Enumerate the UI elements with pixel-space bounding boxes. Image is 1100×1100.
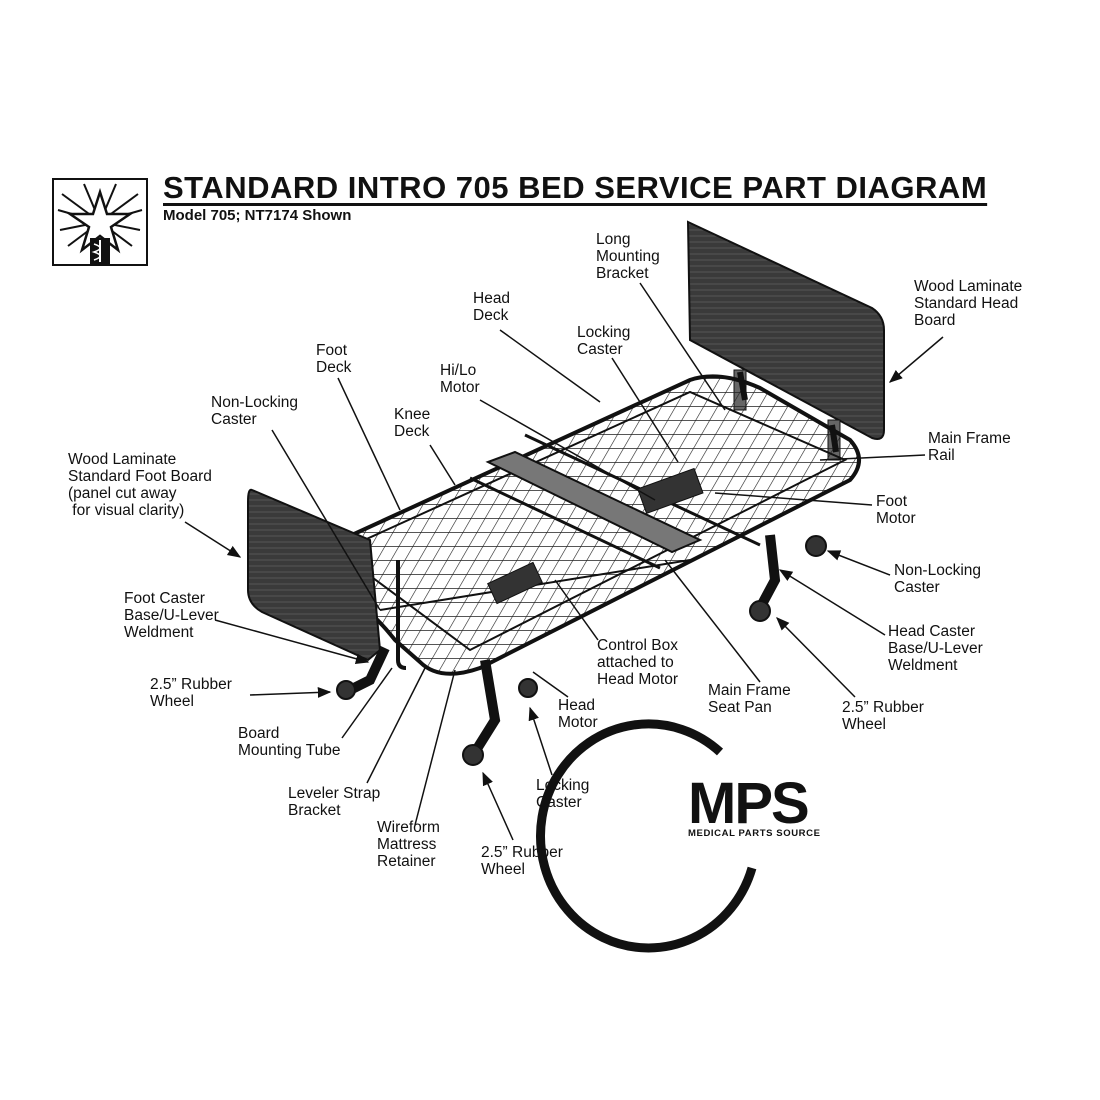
mps-logo-text: MPS	[688, 771, 810, 836]
label-foot-board: Wood Laminate Standard Foot Board (panel…	[68, 451, 212, 519]
leader-lines	[184, 282, 944, 841]
label-leveler-strap-bracket: Leveler Strap Bracket	[288, 785, 381, 819]
label-knee-deck: Knee Deck	[394, 406, 431, 440]
label-foot-caster-base: Foot Caster Base/U-Lever Weldment	[124, 590, 219, 641]
label-foot-motor: Foot Motor	[876, 493, 916, 527]
foot-board	[247, 488, 382, 662]
label-rubber-wheel-bottom: 2.5” Rubber Wheel	[481, 844, 563, 878]
page-subtitle: Model 705; NT7174 Shown	[163, 207, 352, 224]
label-rubber-wheel-left: 2.5” Rubber Wheel	[150, 676, 232, 710]
mps-tagline: MEDICAL PARTS SOURCE	[688, 828, 821, 839]
label-locking-caster-top: Locking Caster	[577, 324, 631, 358]
label-wireform-mattress-retainer: Wireform Mattress Retainer	[377, 819, 440, 870]
label-non-locking-caster-left: Non-Locking Caster	[211, 394, 299, 428]
label-rubber-wheel-right: 2.5” Rubber Wheel	[842, 699, 924, 733]
label-head-board: Wood Laminate Standard Head Board	[914, 278, 1023, 329]
star-caduceus-icon	[57, 183, 143, 264]
label-board-mounting-tube: Board Mounting Tube	[238, 725, 341, 759]
label-hi-lo-motor: Hi/Lo Motor	[440, 362, 480, 396]
page-title: STANDARD INTRO 705 BED SERVICE PART DIAG…	[163, 170, 988, 205]
casters	[336, 371, 839, 766]
label-head-deck: Head Deck	[473, 290, 511, 324]
label-head-caster-base: Head Caster Base/U-Lever Weldment	[888, 623, 983, 674]
label-non-locking-caster-right: Non-Locking Caster	[894, 562, 982, 596]
label-locking-caster-bottom: Locking Caster	[536, 777, 590, 811]
label-foot-deck: Foot Deck	[316, 342, 352, 376]
label-head-motor: Head Motor	[558, 697, 598, 731]
mps-logo-swoosh	[536, 719, 757, 953]
label-main-frame-rail: Main Frame Rail	[928, 430, 1011, 464]
label-long-mounting-bracket: Long Mounting Bracket	[596, 231, 660, 282]
bed-frame	[327, 374, 861, 676]
brand-logo	[52, 178, 148, 266]
label-control-box: Control Box attached to Head Motor	[597, 637, 678, 688]
label-main-frame-seat-pan: Main Frame Seat Pan	[708, 682, 791, 716]
